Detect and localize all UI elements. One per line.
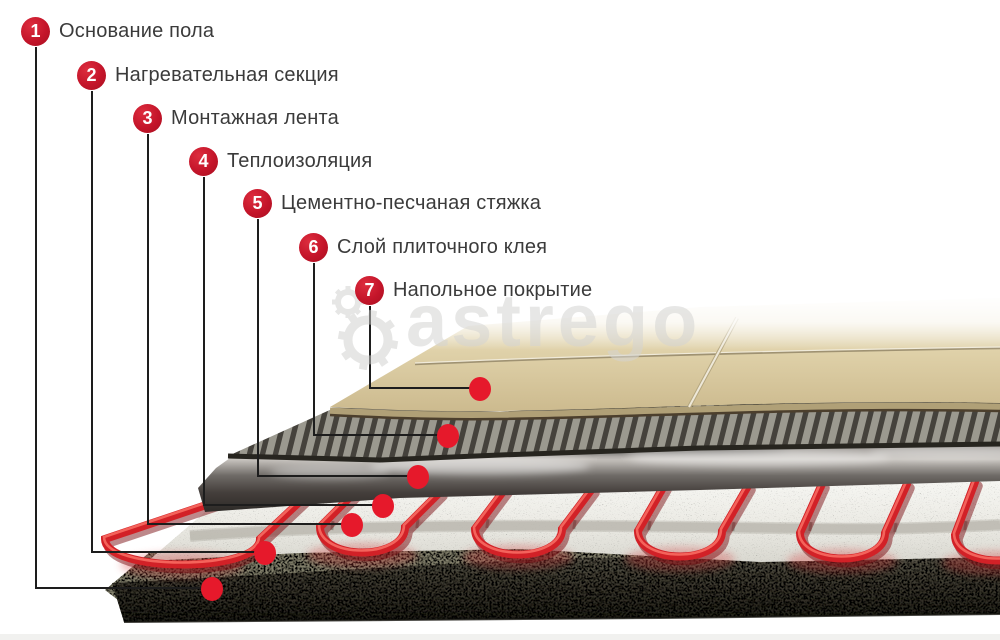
leader-line-6 bbox=[313, 263, 442, 436]
callout-5: 5 Цементно-песчаная стяжка bbox=[243, 189, 541, 218]
callout-5-label: Цементно-песчаная стяжка bbox=[281, 192, 542, 214]
callout-dot-3 bbox=[341, 513, 363, 537]
tile-layer bbox=[300, 288, 1000, 421]
tile-front-edge bbox=[329, 402, 1000, 419]
heating-cable-layer bbox=[104, 480, 1000, 578]
callout-7-badge: 7 bbox=[355, 276, 384, 305]
callout-4: 4 Теплоизоляция bbox=[189, 147, 372, 176]
callout-4-label: Теплоизоляция bbox=[227, 150, 373, 172]
callout-3-badge: 3 bbox=[133, 104, 162, 133]
callout-dot-1 bbox=[201, 577, 223, 601]
callout-6-label: Слой плиточного клея bbox=[337, 236, 548, 258]
callout-2-label: Нагревательная секция bbox=[115, 64, 339, 86]
callout-2-badge: 2 bbox=[77, 61, 106, 90]
concrete-front-face bbox=[112, 550, 1000, 622]
callout-5-badge: 5 bbox=[243, 189, 272, 218]
leader-line-2 bbox=[91, 91, 259, 553]
leader-line-3 bbox=[147, 134, 346, 525]
callout-7: 7 Напольное покрытие bbox=[355, 276, 592, 305]
callout-dots bbox=[201, 377, 491, 601]
callout-dot-5 bbox=[407, 465, 429, 489]
callout-1: 1 Основание пола bbox=[21, 17, 214, 46]
callout-7-label: Напольное покрытие bbox=[393, 279, 593, 301]
leader-line-1 bbox=[35, 47, 206, 589]
callout-4-badge: 4 bbox=[189, 147, 218, 176]
callout-dot-6 bbox=[437, 424, 459, 448]
tile-white-fade bbox=[300, 288, 1000, 350]
leader-line-5 bbox=[257, 219, 412, 477]
callout-6: 6 Слой плиточного клея bbox=[299, 233, 547, 262]
callout-1-label: Основание пола bbox=[59, 20, 215, 42]
callout-dot-2 bbox=[254, 541, 276, 565]
bottom-frame-band bbox=[0, 634, 1000, 640]
leader-line-4 bbox=[203, 177, 377, 506]
callout-6-badge: 6 bbox=[299, 233, 328, 262]
mounting-tape bbox=[189, 520, 1000, 541]
callout-2: 2 Нагревательная секция bbox=[77, 61, 339, 90]
callout-3: 3 Монтажная лента bbox=[133, 104, 339, 133]
callout-dot-7 bbox=[469, 377, 491, 401]
callout-1-badge: 1 bbox=[21, 17, 50, 46]
callout-3-label: Монтажная лента bbox=[171, 107, 339, 129]
callout-dot-4 bbox=[372, 494, 394, 518]
leader-lines bbox=[35, 47, 474, 589]
